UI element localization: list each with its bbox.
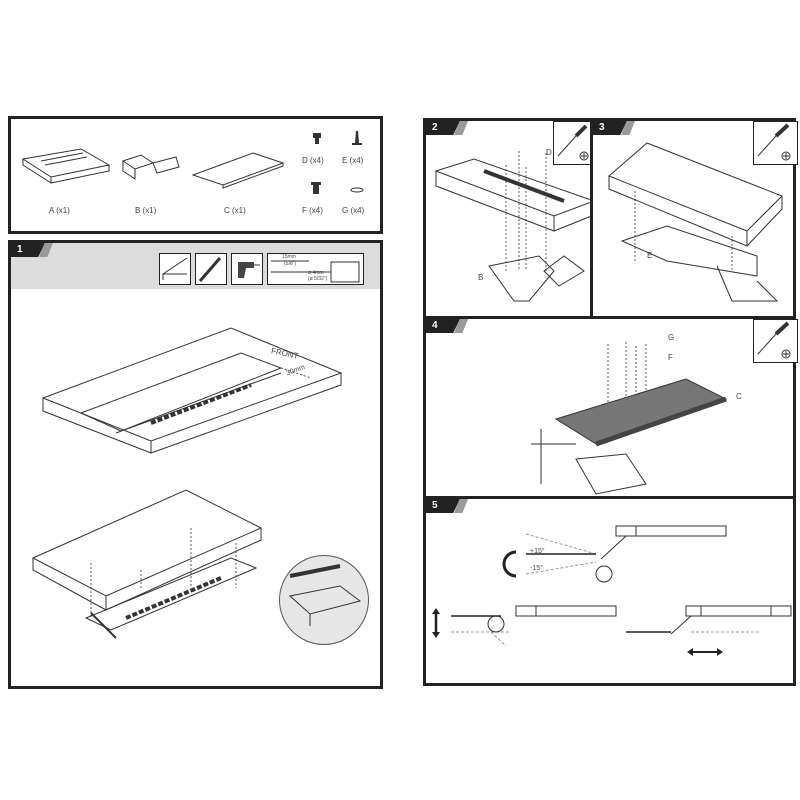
- callout-c: C: [736, 392, 742, 401]
- step-5-number: 5: [426, 499, 460, 513]
- callout-g: G: [668, 333, 675, 342]
- screwdriver-icon[interactable]: [753, 319, 798, 363]
- part-a-drawing: [21, 148, 111, 184]
- tilt-up-label: +15°: [530, 548, 545, 555]
- part-c-drawing: [191, 152, 285, 189]
- part-a-label: A (x1): [49, 206, 70, 215]
- callout-b: B: [478, 273, 484, 282]
- drill-bit-icon: 15mm (5/8") ø 4mm (ø 5/32"): [267, 253, 364, 285]
- part-f-label: F (x4): [302, 206, 323, 215]
- screwdriver-icon[interactable]: [753, 121, 798, 165]
- step-1-number: 1: [11, 243, 45, 257]
- part-b-label: B (x1): [135, 206, 157, 215]
- pencil-icon: [195, 253, 227, 285]
- tilt-down-label: -15°: [530, 565, 543, 572]
- part-f-bolt-icon: [311, 182, 321, 194]
- step-4-number: 4: [426, 319, 460, 333]
- slide-adjust-drawing: [626, 605, 792, 656]
- drill-diameter-imperial-label: (ø 5/32"): [308, 276, 328, 282]
- screwdriver-icon[interactable]: [553, 121, 595, 165]
- desk-mounting-drawing: [31, 489, 263, 639]
- step-2-panel: 2 D B: [423, 118, 596, 319]
- part-d-label: D (x4): [302, 156, 324, 165]
- step-5-panel: 5 +15° -15°: [423, 496, 796, 686]
- tilt-adjust-drawing: [502, 525, 727, 583]
- drill-icon: [231, 253, 263, 285]
- callout-d: D: [546, 148, 552, 157]
- callout-e: E: [647, 251, 653, 260]
- part-d-screw-icon: [313, 133, 321, 144]
- drill-depth-label: 15mm: [282, 254, 296, 260]
- step-4-panel: 4 G F C: [423, 316, 798, 499]
- drill-depth-imperial-label: (5/8"): [284, 261, 297, 267]
- part-b-drawing: [121, 154, 180, 180]
- bracket-detail-magnifier: [279, 555, 369, 645]
- part-e-screw-icon: [352, 131, 362, 145]
- part-c-label: C (x1): [224, 206, 246, 215]
- pencil-icon: [159, 253, 191, 285]
- part-g-washer-icon: [350, 187, 364, 193]
- desk-with-rail-drawing: [608, 142, 783, 302]
- step-1-panel: 1 15mm (5/8") ø 4mm (ø 5/32") FRONT 30mm: [8, 240, 383, 689]
- keyboard-tray-drawing: [531, 342, 728, 495]
- drill-diameter-label: ø 4mm: [308, 270, 324, 276]
- parts-list-panel: A (x1) B (x1) C (x1) D (x4) E (x4) F (x4…: [8, 116, 383, 234]
- callout-f: F: [668, 353, 673, 362]
- step-3-number: 3: [593, 121, 627, 135]
- slide-rail-drawing: [434, 151, 596, 302]
- part-g-label: G (x4): [342, 206, 365, 215]
- part-e-label: E (x4): [342, 156, 364, 165]
- step-3-panel: 3 E: [590, 118, 798, 319]
- desk-top-view-drawing: [41, 327, 343, 454]
- step-2-number: 2: [426, 121, 460, 135]
- height-adjust-drawing: [432, 605, 617, 647]
